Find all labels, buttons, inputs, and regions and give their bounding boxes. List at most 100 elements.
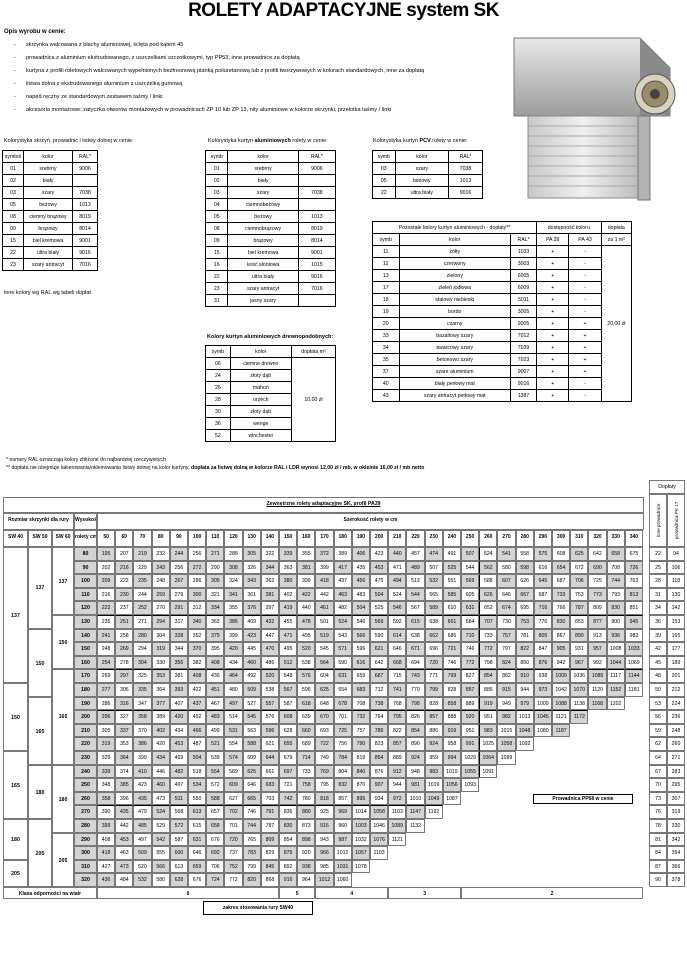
price-cell: 353: [115, 737, 134, 751]
price-cell: 765: [242, 832, 261, 847]
price-cell: 1117: [606, 669, 625, 683]
price-cell: 252: [133, 601, 152, 615]
price-cell: 437: [333, 574, 352, 588]
price-cell: 525: [442, 560, 461, 575]
price-cell: 244: [133, 587, 152, 602]
price-cell: 434: [224, 655, 243, 670]
price-cell: 471: [388, 560, 407, 575]
table-cell: kwarcowy szary: [398, 341, 511, 354]
description-heading: Opis wyrobu w cenie:: [4, 29, 66, 35]
price-cell: 854: [370, 751, 389, 765]
table-cell: -: [568, 281, 602, 294]
price-cell: 513: [406, 574, 425, 588]
width-header: 320: [588, 530, 607, 547]
price-cell: 1009: [552, 669, 571, 683]
price-cell: 363: [279, 560, 298, 575]
price-cell: 1078: [351, 859, 370, 874]
table-cell: +: [568, 317, 602, 330]
price-cell: 507: [461, 547, 480, 561]
surcharge-cell: 319: [667, 805, 685, 819]
price-cell: 766: [552, 601, 571, 615]
table-cell: 02: [2, 174, 24, 187]
price-cell: 393: [169, 683, 188, 697]
table-cell: 1013: [297, 210, 337, 223]
price-cell: 938: [533, 669, 552, 683]
table-cell: szary: [23, 186, 73, 199]
table-cell: 34: [372, 341, 400, 354]
price-cell: 827: [461, 669, 480, 683]
price-cell: 504: [188, 751, 207, 765]
price-cell: 294: [151, 615, 170, 629]
price-cell: 482: [333, 601, 352, 615]
height-row-label: 180: [74, 683, 97, 697]
price-cell: 692: [206, 846, 225, 860]
price-cell: 554: [224, 737, 243, 751]
box-size-205: 205: [3, 859, 28, 887]
price-cell: 471: [279, 628, 298, 643]
height-row-label: 190: [74, 696, 97, 711]
width-header: 270: [497, 530, 516, 547]
price-cell: 720: [424, 655, 443, 670]
height-row-label: 140: [74, 628, 97, 643]
price-cell: 828: [424, 696, 443, 711]
price-cell: 795: [388, 710, 407, 724]
price-cell: 1147: [406, 805, 425, 819]
surcharge-cell: 67: [649, 764, 667, 779]
surcharge-cell: 94: [667, 547, 685, 561]
price-cell: 683: [260, 778, 279, 792]
price-cell: 243: [151, 560, 170, 575]
price-cell: 744: [242, 819, 261, 833]
price-cell: 854: [406, 723, 425, 738]
price-cell: 985: [315, 859, 334, 874]
price-cell: 916: [315, 819, 334, 833]
wind-class-6: 6: [97, 887, 279, 899]
price-cell: 1033: [624, 642, 643, 656]
table-cell: 6009: [509, 281, 538, 294]
table-cell: stalowy niebieski: [398, 293, 511, 306]
box-size-150: 150: [28, 628, 52, 697]
price-cell: 1168: [588, 696, 607, 711]
surcharge-cell: 224: [667, 696, 685, 711]
table-cell: zielony: [398, 269, 511, 282]
price-cell: 857: [461, 683, 480, 697]
box-size-label: Rozmiar skrzynki dla rury: [3, 513, 74, 530]
page-title: ROLETY ADAPTACYJNE system SK: [188, 0, 499, 21]
surcharge-col-guides: inne prowadnice: [649, 494, 667, 547]
table-cell: 8019: [297, 222, 337, 235]
surcharge-cell: 70: [649, 778, 667, 792]
table-cell: biały: [227, 174, 299, 187]
price-cell: 259: [151, 587, 170, 602]
price-cell: 267: [169, 574, 188, 588]
price-cell: 1121: [388, 832, 407, 847]
price-cell: 832: [333, 778, 352, 792]
price-cell: 823: [370, 737, 389, 751]
price-cell: 627: [224, 791, 243, 806]
surcharge-cell: 130: [667, 587, 685, 602]
price-cell: 286: [188, 574, 207, 588]
price-cell: 770: [406, 683, 425, 697]
price-cell: 571: [333, 642, 352, 656]
price-cell: 440: [388, 547, 407, 561]
price-cell: 609: [224, 778, 243, 792]
surcharge-cell: 153: [667, 615, 685, 629]
table-cell: 9001: [72, 234, 98, 247]
price-cell: 219: [133, 547, 152, 561]
height-row-label: 110: [74, 587, 97, 602]
price-cell: 576: [297, 669, 316, 683]
price-cell: 890: [570, 628, 589, 643]
box-size-180: 180: [3, 819, 28, 860]
price-cell: 319: [97, 737, 116, 751]
price-cell: 809: [260, 832, 279, 847]
price-cell: 625: [315, 683, 334, 697]
table-cell: 9016: [297, 270, 337, 283]
price-cell: 889: [388, 751, 407, 765]
table-cell: 40: [372, 377, 400, 390]
